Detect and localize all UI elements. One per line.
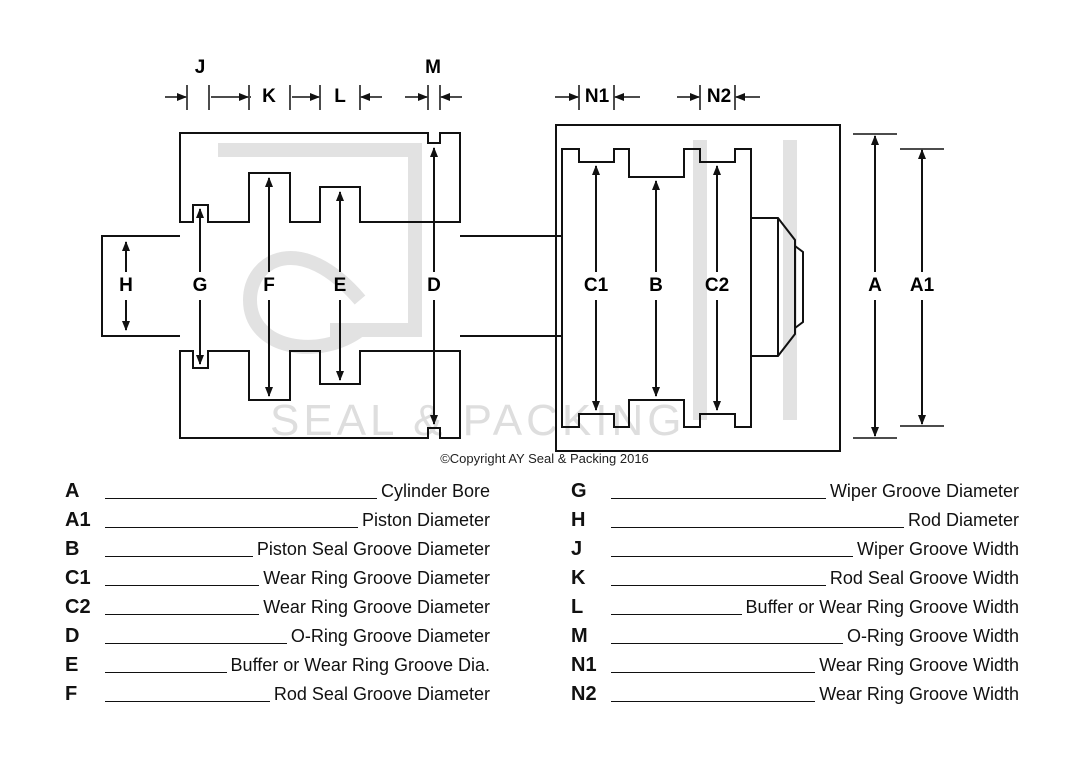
legend-description: Wiper Groove Diameter [829,481,1019,501]
label-d: D [427,275,441,296]
legend-key: C1 [65,567,91,589]
legend-row: N2 Wear Ring Groove Width [571,680,1019,709]
legend-row: J Wiper Groove Width [571,535,1019,564]
label-f: F [263,275,275,296]
legend-key: L [571,596,584,618]
legend-description: Wear Ring Groove Width [819,684,1019,704]
legend-description: Wiper Groove Width [856,539,1019,559]
blank-line [105,687,270,702]
label-l: L [334,86,346,107]
legend-description: Wear Ring Groove Width [819,655,1019,675]
piston-body [561,148,752,428]
cylinder-bore-outline [555,124,841,452]
legend-description: Wear Ring Groove Diameter [263,597,490,617]
legend-description: Piston Seal Groove Diameter [256,539,490,559]
legend-key: D [65,625,80,647]
legend-key: H [571,509,586,531]
blank-line [611,484,826,499]
legend-description: Buffer or Wear Ring Groove Width [745,597,1019,617]
blank-line [611,658,816,673]
piston-nut [751,217,804,357]
logo-watermark [218,140,797,420]
legend-key: A1 [65,509,91,531]
blank-line [105,571,260,586]
legend-key: E [65,654,79,676]
copyright-notice: ©Copyright AY Seal & Packing 2016 [440,451,649,466]
legend-description: Cylinder Bore [380,481,490,501]
legend-row: C2 Wear Ring Groove Diameter [65,593,490,622]
legend-row: N1 Wear Ring Groove Width [571,651,1019,680]
blank-line [105,542,253,557]
legend-description: Wear Ring Groove Diameter [263,568,490,588]
blank-line [611,687,816,702]
legend-key: B [65,538,80,560]
legend-description: Buffer or Wear Ring Groove Dia. [230,655,490,675]
legend-key: F [65,683,78,705]
label-c1: C1 [584,275,609,296]
legend-key: C2 [65,596,91,618]
seal-groove-diagram: SEAL & PACKING [101,57,944,452]
legend-key: J [571,538,583,560]
label-b: B [649,275,663,296]
blank-line [611,542,853,557]
label-j: J [195,57,206,78]
legend-row: A Cylinder Bore [65,477,490,506]
legend-description: Rod Seal Groove Width [829,568,1019,588]
label-h: H [119,275,133,296]
gland-lower [179,350,461,439]
blank-line [611,600,742,615]
blank-line [105,658,227,673]
legend-row: A1 Piston Diameter [65,506,490,535]
legend-key: N2 [571,683,597,705]
legend-row: F Rod Seal Groove Diameter [65,680,490,709]
legend-row: K Rod Seal Groove Width [571,564,1019,593]
legend-description: Rod Seal Groove Diameter [273,684,490,704]
label-a: A [868,275,882,296]
legend-description: O-Ring Groove Diameter [290,626,490,646]
legend-key: A [65,480,80,502]
legend-row: L Buffer or Wear Ring Groove Width [571,593,1019,622]
label-g: G [193,275,208,296]
label-e: E [334,275,347,296]
rod [101,235,562,337]
blank-line [105,513,358,528]
legend-key: K [571,567,586,589]
legend-description: O-Ring Groove Width [846,626,1019,646]
legend-key: M [571,625,588,647]
legend-row: C1 Wear Ring Groove Diameter [65,564,490,593]
legend-key: G [571,480,587,502]
blank-line [105,484,377,499]
legend-description: Rod Diameter [907,510,1019,530]
legend-row: E Buffer or Wear Ring Groove Dia. [65,651,490,680]
legend-description: Piston Diameter [361,510,490,530]
legend-row: M O-Ring Groove Width [571,622,1019,651]
legend-row: B Piston Seal Groove Diameter [65,535,490,564]
blank-line [105,600,260,615]
label-k: K [262,86,276,107]
blank-line [611,571,826,586]
legend-row: H Rod Diameter [571,506,1019,535]
blank-line [611,513,904,528]
label-n1: N1 [585,86,610,107]
legend-key: N1 [571,654,597,676]
gland-upper [179,132,461,223]
legend-row: D O-Ring Groove Diameter [65,622,490,651]
label-m: M [425,57,441,78]
label-a1: A1 [910,275,935,296]
watermark-text: SEAL & PACKING [270,396,685,445]
label-n2: N2 [707,86,731,107]
label-c2: C2 [705,275,729,296]
blank-line [105,629,287,644]
legend-row: G Wiper Groove Diameter [571,477,1019,506]
blank-line [611,629,843,644]
